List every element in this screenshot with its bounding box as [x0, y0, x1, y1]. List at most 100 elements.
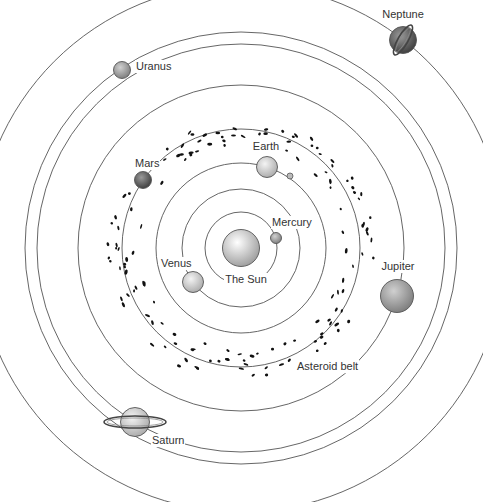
asteroid: [324, 171, 328, 174]
asteroid: [184, 357, 189, 363]
asteroid: [330, 294, 334, 299]
asteroid: [345, 248, 348, 254]
planet-name: Mars: [134, 157, 160, 170]
moon: [287, 173, 293, 179]
asteroid: [285, 149, 288, 152]
asteroid: [184, 158, 187, 162]
asteroid: [339, 207, 342, 210]
asteroid: [323, 341, 327, 345]
asteroid: [287, 358, 291, 363]
asteroid: [109, 260, 112, 263]
asteroid: [351, 185, 356, 190]
asteroid: [256, 352, 259, 355]
asteroid: [265, 374, 268, 377]
planet: Saturn: [120, 407, 150, 437]
planet-ring: [107, 418, 163, 426]
asteroid: [336, 329, 340, 333]
asteroid: [194, 365, 200, 369]
asteroid: [115, 243, 118, 248]
asteroid: [123, 263, 125, 266]
asteroid: [346, 179, 350, 183]
asteroid: [231, 134, 236, 136]
asteroid: [202, 133, 208, 138]
planet-body: [121, 408, 150, 437]
asteroid: [341, 289, 345, 294]
asteroid: [286, 140, 291, 143]
asteroid: [203, 342, 207, 346]
asteroid: [106, 242, 110, 246]
planet-name: Saturn: [151, 434, 185, 447]
planet-shape: [182, 271, 204, 293]
planet-name: Earth: [252, 140, 280, 153]
planet-shape: [120, 407, 150, 437]
asteroid: [365, 231, 369, 236]
planet: Jupiter: [380, 279, 414, 313]
asteroid: [165, 147, 169, 151]
planet-body: [271, 233, 282, 244]
sun-body: [223, 230, 260, 267]
asteroid: [177, 364, 182, 368]
asteroid: [180, 143, 185, 149]
asteroid: [122, 193, 127, 198]
asteroid: [110, 221, 114, 225]
asteroid: [309, 136, 314, 141]
asteroid: [340, 309, 343, 313]
asteroid: [315, 146, 319, 149]
asteroid: [357, 197, 360, 200]
asteroid: [190, 348, 194, 351]
asteroid: [117, 247, 120, 252]
asteroid: [352, 190, 356, 194]
asteroid: [350, 176, 354, 180]
asteroid: [173, 342, 177, 346]
asteroid: [313, 340, 317, 343]
asteroid: [283, 342, 287, 346]
asteroid: [121, 302, 126, 308]
asteroid: [310, 144, 313, 147]
asteroid: [209, 359, 212, 362]
asteroid: [119, 266, 121, 270]
asteroid: [319, 335, 324, 339]
planet-name: Venus: [160, 257, 193, 270]
asteroid: [123, 263, 127, 267]
asteroid: [334, 322, 340, 327]
asteroid: [360, 192, 362, 196]
planet-body: [114, 62, 131, 79]
asteroid: [331, 164, 334, 168]
asteroid: [242, 359, 246, 362]
planet: Neptune: [389, 26, 417, 54]
asteroid: [197, 139, 202, 143]
asteroid: [160, 321, 164, 325]
region-label: Asteroid belt: [296, 360, 359, 373]
planet-body: [257, 157, 278, 178]
asteroid: [237, 353, 242, 356]
planet: Mercury: [270, 232, 282, 244]
asteroid: [352, 264, 354, 268]
asteroid: [190, 133, 194, 136]
asteroid: [142, 281, 145, 287]
sun-name: The Sun: [224, 273, 268, 286]
asteroid: [187, 130, 191, 135]
asteroid: [225, 358, 229, 360]
asteroid: [189, 153, 193, 157]
asteroid: [264, 366, 268, 370]
planet: Earth: [256, 156, 278, 178]
planet-ring: [393, 26, 412, 53]
asteroid: [329, 321, 333, 326]
asteroid: [195, 150, 200, 153]
asteroid: [107, 256, 110, 260]
asteroid: [258, 132, 262, 136]
planet-name: Mercury: [271, 216, 313, 229]
asteroid: [251, 373, 255, 377]
asteroid: [130, 207, 133, 211]
asteroid: [238, 367, 244, 370]
planet-shape: [134, 171, 152, 189]
asteroid: [222, 139, 226, 143]
asteroid: [370, 237, 372, 242]
asteroid: [226, 349, 230, 353]
asteroid: [263, 132, 268, 135]
orbit: [78, 85, 404, 411]
asteroid: [334, 307, 338, 312]
asteroid: [153, 300, 156, 303]
orbit: [37, 44, 445, 452]
sun: The Sun: [222, 229, 260, 267]
